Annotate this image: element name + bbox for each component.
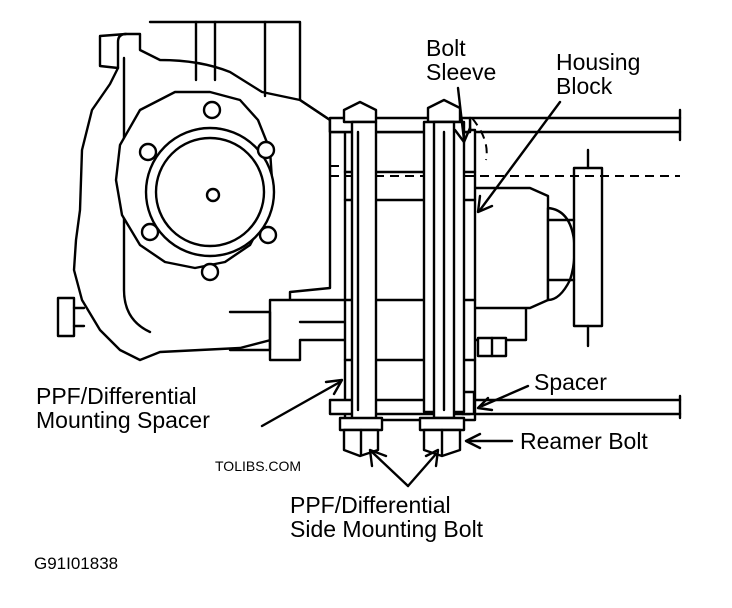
pinion-flange	[114, 90, 278, 282]
output-flange	[468, 148, 604, 348]
bolt-sleeve-label: Bolt Sleeve	[426, 35, 497, 85]
mounting-spacer-label: PPF/Differential Mounting Spacer	[36, 383, 210, 433]
drain-plug	[56, 296, 76, 338]
spacer-label: Spacer	[534, 369, 607, 395]
reamer-bolt-label: Reamer Bolt	[520, 428, 648, 454]
leader-lines	[260, 86, 562, 488]
side-mounting-bolt-label: PPF/Differential Side Mounting Bolt	[290, 492, 484, 542]
reamer-bolt	[418, 98, 466, 458]
watermark: TOLIBS.COM	[215, 458, 302, 474]
housing-block-label: Housing Block	[556, 49, 641, 99]
figure-code: G91I01838	[34, 554, 119, 573]
side-mounting-bolt-left	[338, 100, 384, 458]
frame-lines	[148, 20, 682, 420]
